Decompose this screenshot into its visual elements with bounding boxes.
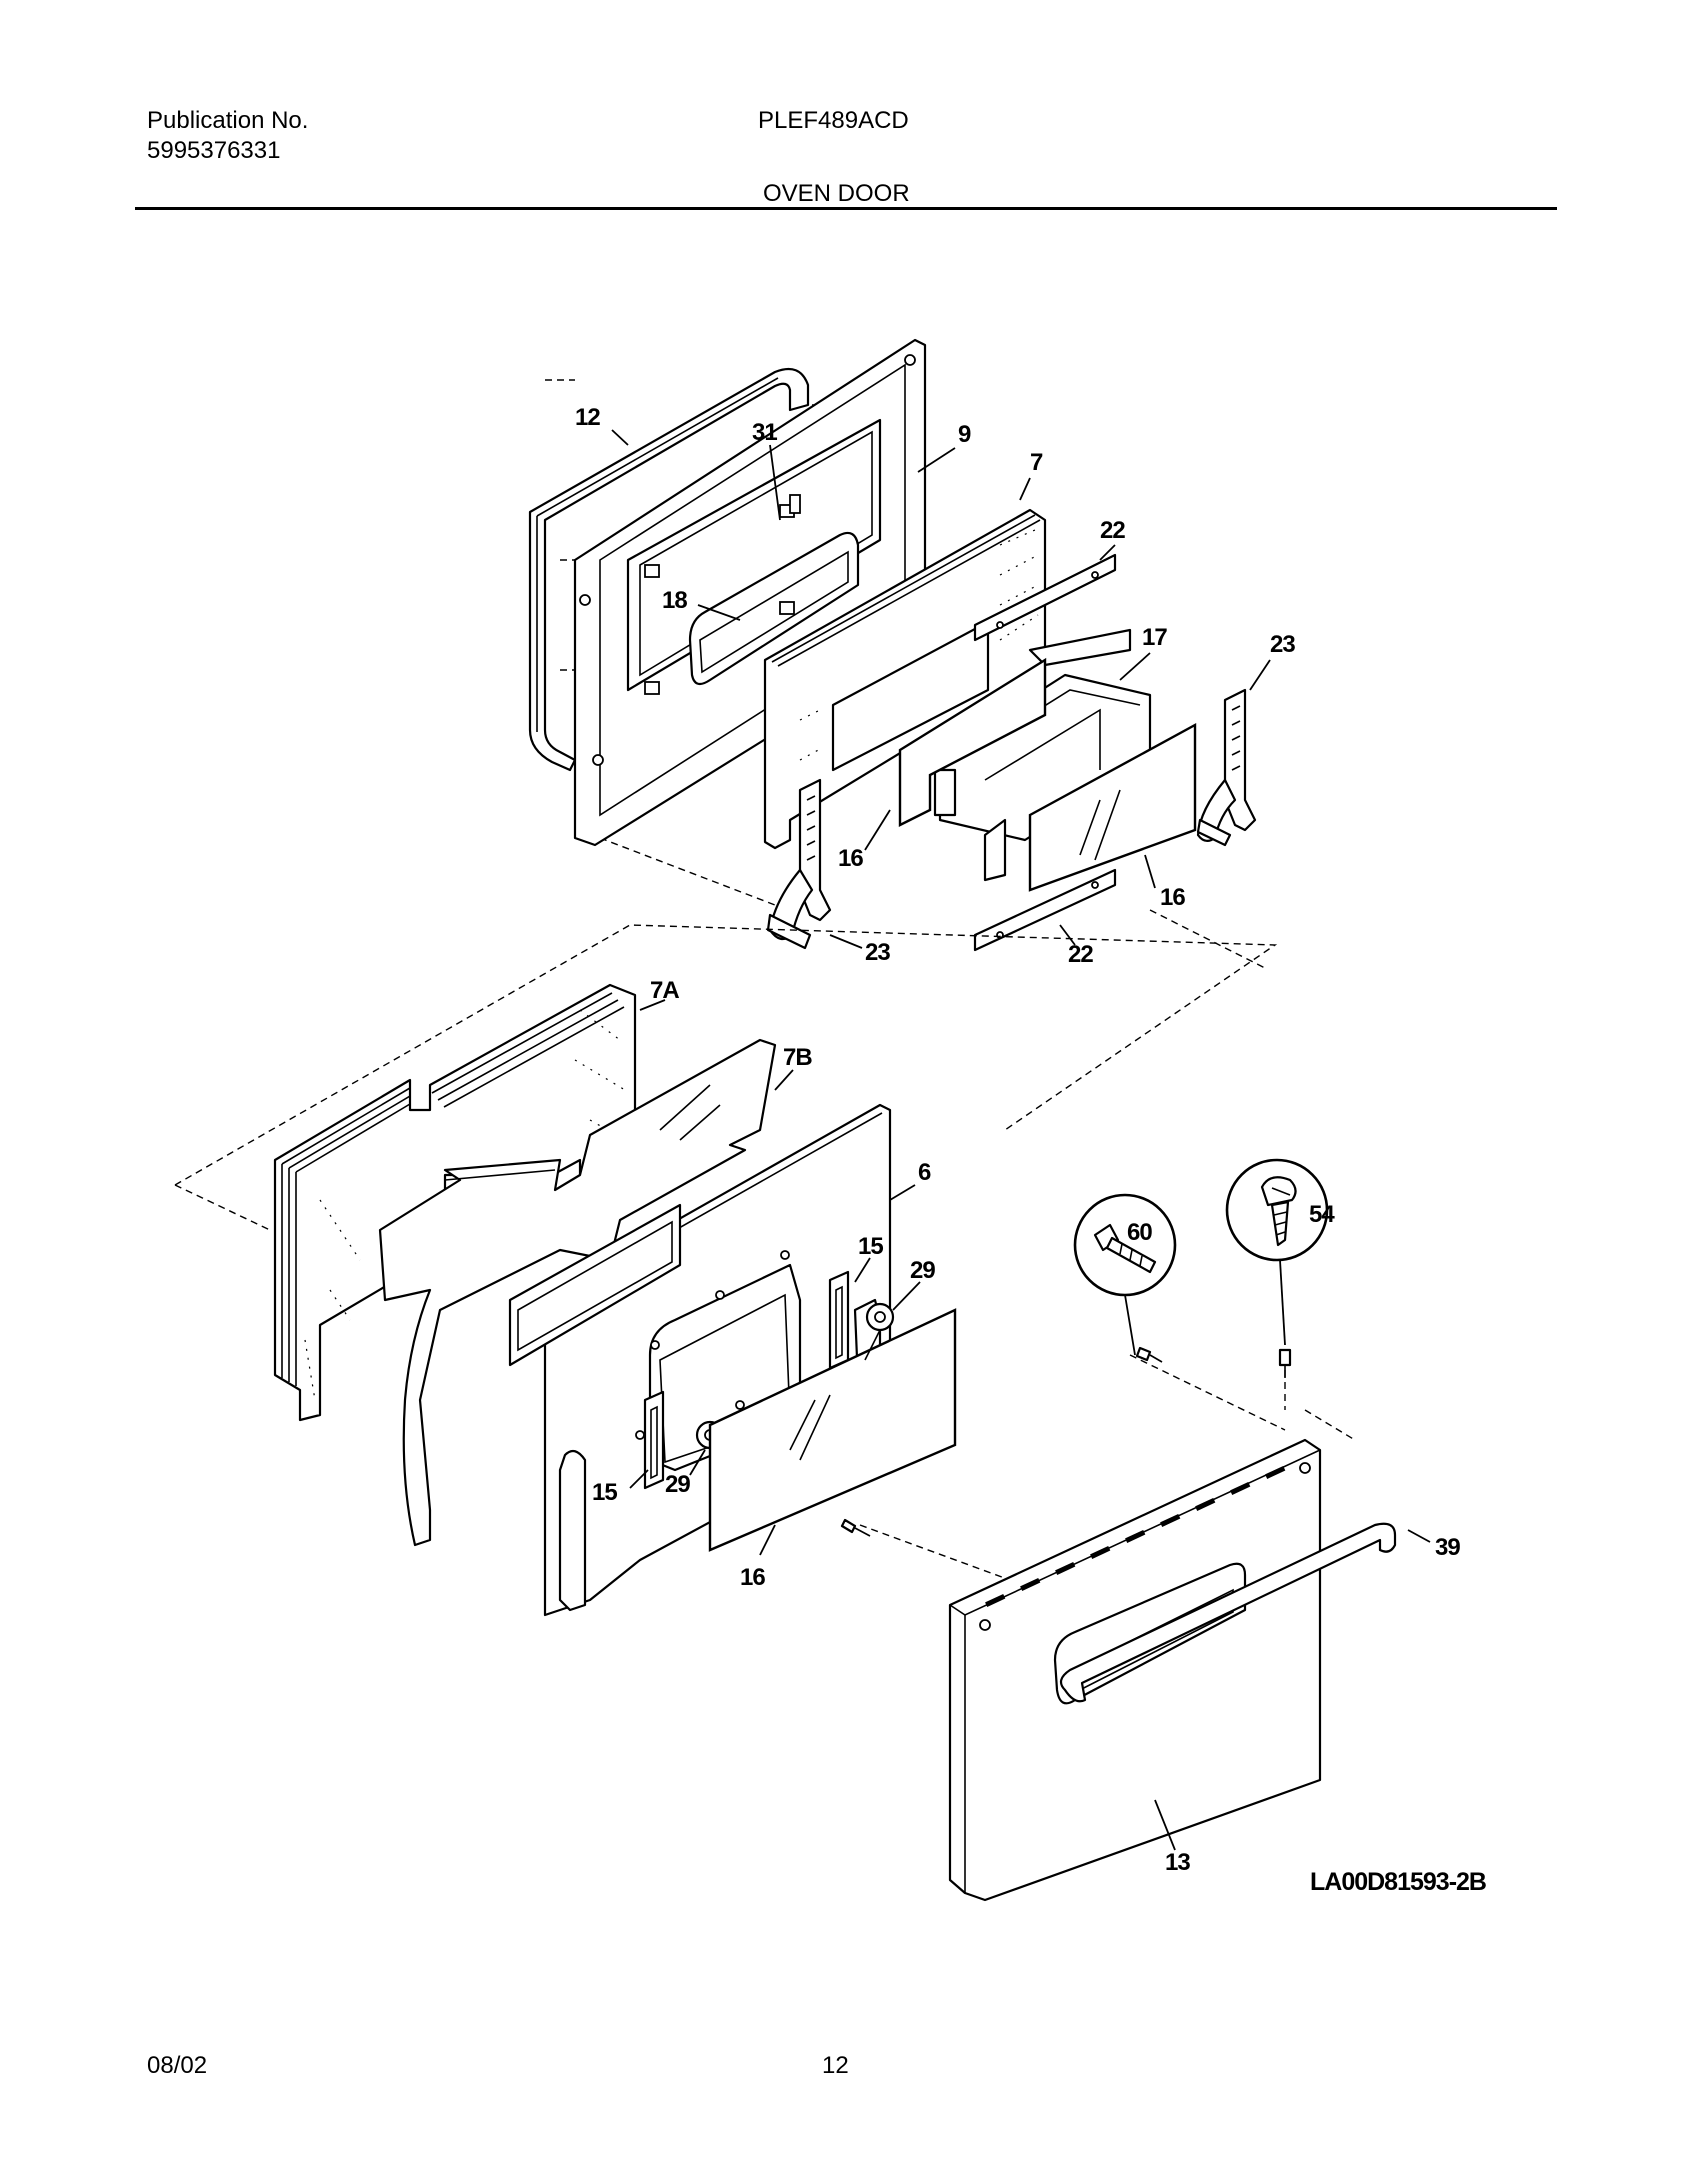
part-23-hinge-right bbox=[1196, 688, 1257, 847]
callout-60: 60 bbox=[1127, 1219, 1152, 1246]
callout-15-left: 15 bbox=[592, 1479, 617, 1506]
callout-labels: 12 31 9 7 22 17 23 18 16 16 23 22 7A 7B … bbox=[575, 404, 1461, 1876]
part-17-glass-pack-bracket bbox=[933, 628, 1152, 882]
callout-13: 13 bbox=[1165, 1849, 1190, 1876]
part-15-hinge-receiver-left bbox=[643, 1390, 665, 1490]
footer-date: 08/02 bbox=[147, 2052, 208, 2079]
drawing-code: LA00D81593-2B bbox=[1310, 1868, 1486, 1896]
section-title: OVEN DOOR bbox=[763, 180, 910, 207]
header-rule bbox=[135, 207, 1557, 210]
part-12-door-gasket bbox=[528, 367, 810, 772]
callout-12: 12 bbox=[575, 404, 600, 431]
callout-54: 54 bbox=[1309, 1201, 1335, 1228]
model-number: PLEF489ACD bbox=[758, 107, 909, 134]
callout-6: 6 bbox=[918, 1159, 931, 1186]
leader-lines bbox=[611, 429, 1431, 1851]
detail-circle-screw-54 bbox=[1225, 1158, 1329, 1346]
footer-page-number: 12 bbox=[822, 2052, 849, 2079]
part-22-bracket-lower bbox=[973, 868, 1117, 952]
callout-23-right: 23 bbox=[1270, 631, 1295, 658]
screw-small-upper bbox=[1135, 1346, 1163, 1363]
callout-7a: 7A bbox=[650, 977, 679, 1004]
part-15-hinge-receiver-right bbox=[828, 1270, 850, 1370]
part-16-glass-upper-right bbox=[1028, 722, 1197, 892]
callout-16-lower: 16 bbox=[740, 1564, 765, 1591]
part-7-insulation bbox=[763, 508, 1047, 850]
callout-22-upper: 22 bbox=[1100, 517, 1125, 544]
part-13-outer-door bbox=[948, 1438, 1322, 1902]
callout-39: 39 bbox=[1435, 1534, 1460, 1561]
door-vent-slots bbox=[985, 1465, 1286, 1607]
part-23-hinge-left bbox=[766, 778, 832, 950]
callout-31: 31 bbox=[752, 419, 777, 446]
part-39-door-handle bbox=[1059, 1522, 1397, 1703]
callout-7: 7 bbox=[1030, 449, 1043, 476]
callout-15-right: 15 bbox=[858, 1233, 883, 1260]
detail-circle-screw-60 bbox=[1073, 1193, 1177, 1356]
callout-7b: 7B bbox=[783, 1044, 812, 1071]
publication-number: 5995376331 bbox=[147, 137, 281, 164]
callout-29-right: 29 bbox=[910, 1257, 935, 1284]
part-29-roller-right bbox=[865, 1302, 895, 1332]
publication-label: Publication No. bbox=[147, 107, 309, 134]
callout-16-upper-right: 16 bbox=[1160, 884, 1185, 911]
callout-23-left: 23 bbox=[865, 939, 890, 966]
callout-18: 18 bbox=[662, 587, 687, 614]
callout-9: 9 bbox=[958, 421, 971, 448]
part-16-glass-upper-left bbox=[898, 657, 1047, 827]
part-22-bracket-upper bbox=[973, 553, 1117, 642]
screw-small-lower-left bbox=[840, 1518, 871, 1537]
callout-29-left: 29 bbox=[665, 1471, 690, 1498]
part-7b-glass-shield bbox=[378, 1038, 777, 1547]
screw-small-right bbox=[1278, 1348, 1292, 1378]
callout-22-lower: 22 bbox=[1068, 941, 1093, 968]
part-16-window-glass-lower bbox=[708, 1308, 957, 1552]
callout-16-upper-left: 16 bbox=[838, 845, 863, 872]
callout-17: 17 bbox=[1142, 624, 1167, 651]
part-9-inner-door-liner bbox=[573, 338, 927, 847]
